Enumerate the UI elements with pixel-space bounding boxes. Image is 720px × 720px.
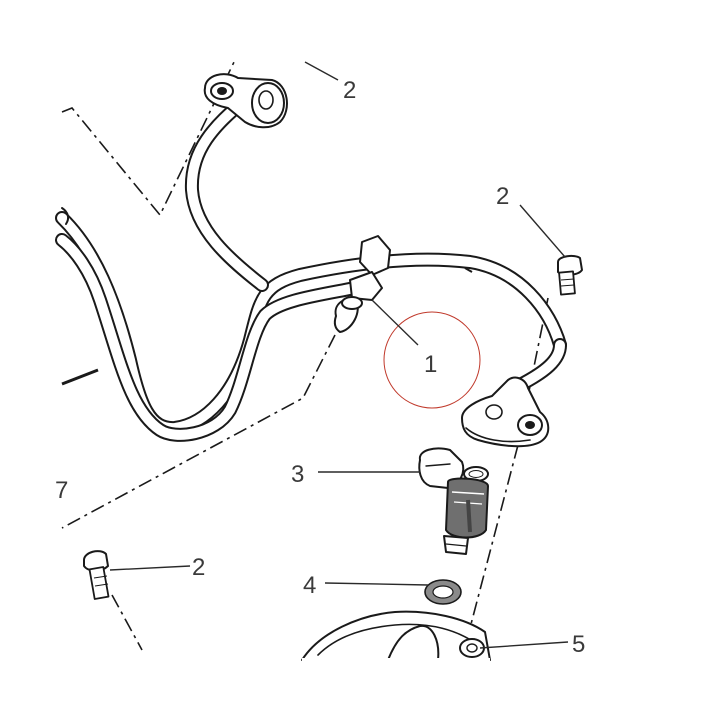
highlight-circle <box>383 311 481 409</box>
screw-right <box>557 254 583 296</box>
pipe-clip <box>333 235 391 333</box>
mounting-flange <box>461 376 550 448</box>
o-ring-seal <box>424 579 462 605</box>
callout-7-partial: 7 <box>55 477 68 504</box>
callout-2-right: 2 <box>496 183 509 210</box>
callout-labels: 2 1 2 3 4 2 5 7 <box>55 77 585 658</box>
top-connector <box>203 73 288 129</box>
callout-2-top: 2 <box>343 77 356 104</box>
callout-2-left: 2 <box>192 554 205 581</box>
callout-3: 3 <box>291 461 304 488</box>
left-edge-fragments <box>61 207 99 386</box>
fuel-pipe <box>55 93 567 442</box>
fuel-injector <box>418 447 490 555</box>
screw-left <box>83 550 110 600</box>
callout-1: 1 <box>424 351 437 378</box>
callout-5: 5 <box>572 631 585 658</box>
leader-lines <box>109 61 569 649</box>
callout-4: 4 <box>303 572 316 599</box>
manifold-body <box>301 610 491 662</box>
